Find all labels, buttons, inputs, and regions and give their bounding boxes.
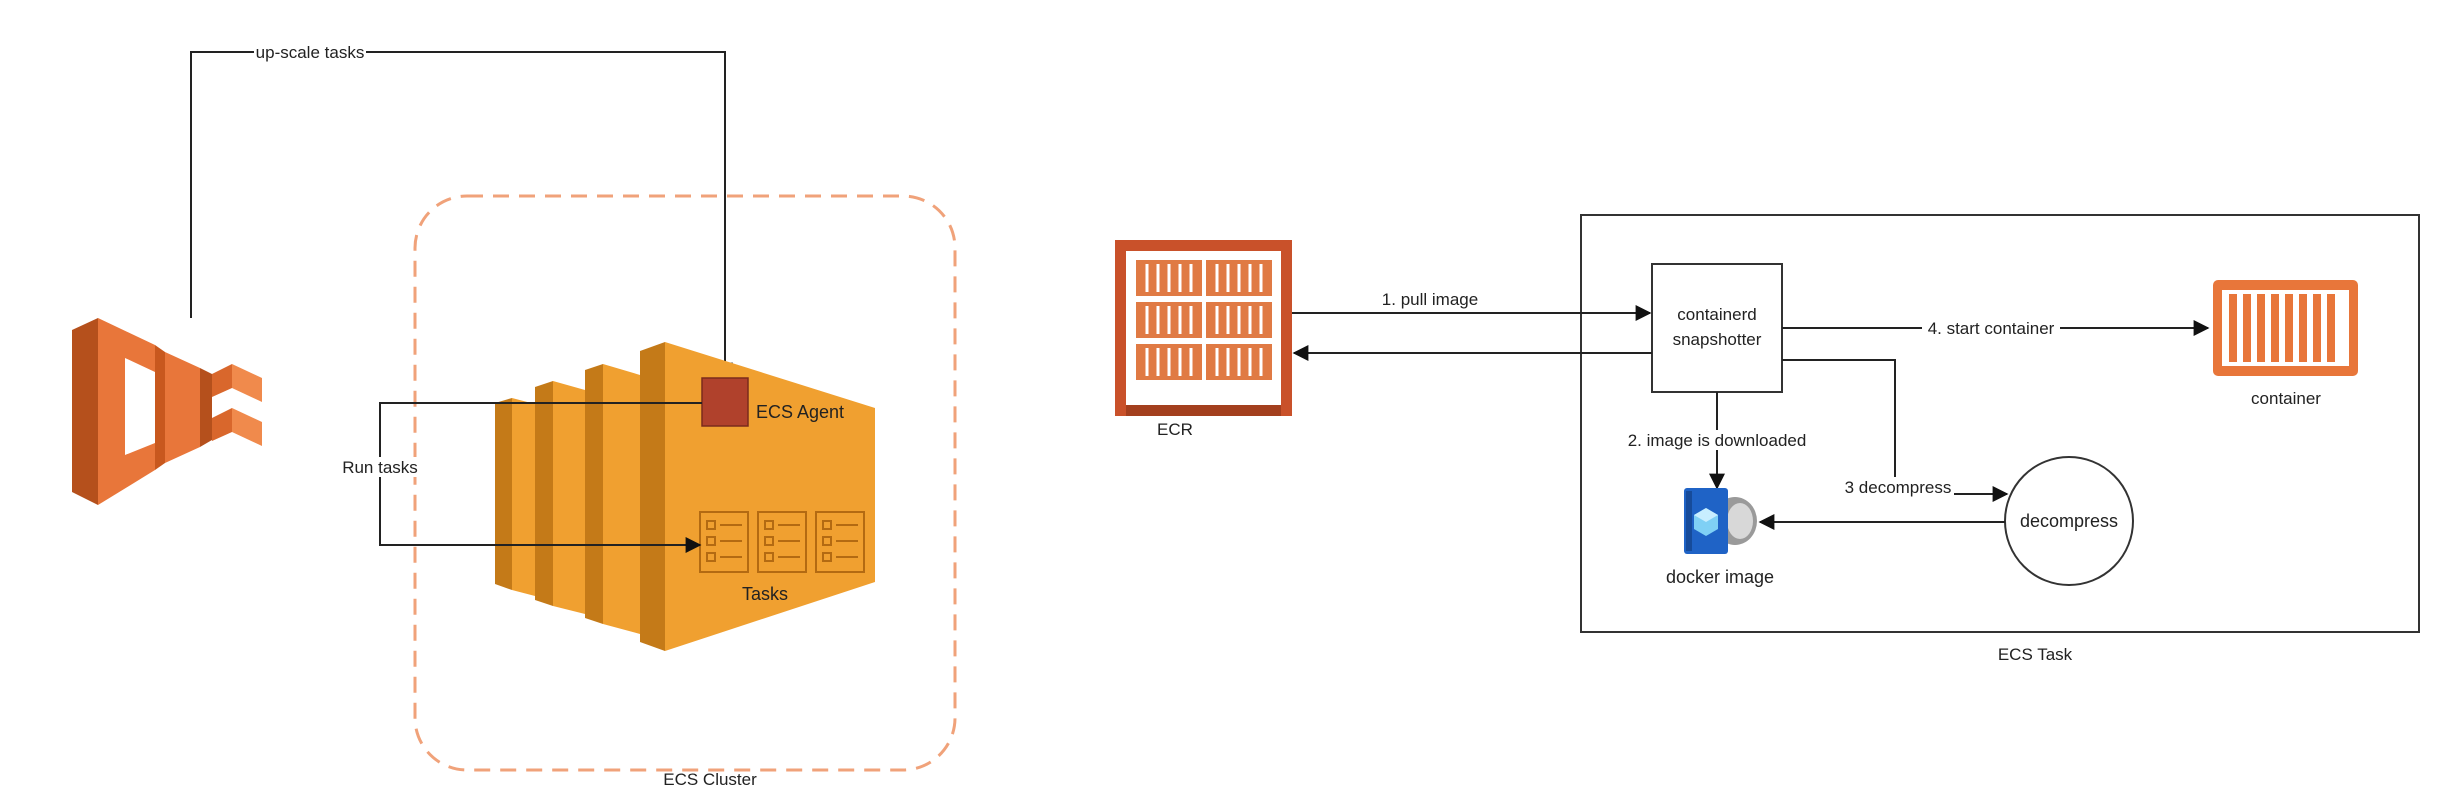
upscale-connector bbox=[190, 51, 733, 379]
container-icon bbox=[2213, 280, 2358, 376]
container-label: container bbox=[2251, 389, 2321, 408]
pull-image-label: 1. pull image bbox=[1382, 290, 1478, 309]
image-downloaded-label: 2. image is downloaded bbox=[1628, 431, 1807, 450]
snapshotter-label-line1: containerd bbox=[1677, 305, 1756, 324]
ecs-service-icon bbox=[72, 318, 262, 505]
task-label: ECS Task bbox=[1998, 645, 2073, 664]
docker-image-label: docker image bbox=[1666, 567, 1774, 587]
agent-label: ECS Agent bbox=[756, 402, 844, 422]
decompress-node-label: decompress bbox=[2020, 511, 2118, 531]
task-icon bbox=[757, 511, 807, 573]
tasks-label: Tasks bbox=[742, 584, 788, 604]
ecr-icon bbox=[1115, 240, 1292, 416]
run-tasks-label: Run tasks bbox=[342, 458, 418, 477]
ecr-label: ECR bbox=[1157, 420, 1193, 439]
cluster-label: ECS Cluster bbox=[663, 770, 757, 789]
upscale-label: up-scale tasks bbox=[256, 43, 365, 62]
decompress-arrow bbox=[1782, 359, 2009, 502]
ecs-agent-icon bbox=[701, 377, 749, 427]
docker-image-icon bbox=[1684, 488, 1757, 554]
task-icon bbox=[815, 511, 865, 573]
ecs-cluster-boundary bbox=[413, 194, 957, 772]
start-container-label: 4. start container bbox=[1928, 319, 2055, 338]
containerd-snapshotter-node bbox=[1651, 263, 1783, 393]
ecs-task-boundary bbox=[1580, 214, 2420, 633]
snapshotter-label-line2: snapshotter bbox=[1673, 330, 1762, 349]
decompress-arrow-label: 3 decompress bbox=[1845, 478, 1952, 497]
ec2-instance-icon bbox=[495, 342, 875, 651]
